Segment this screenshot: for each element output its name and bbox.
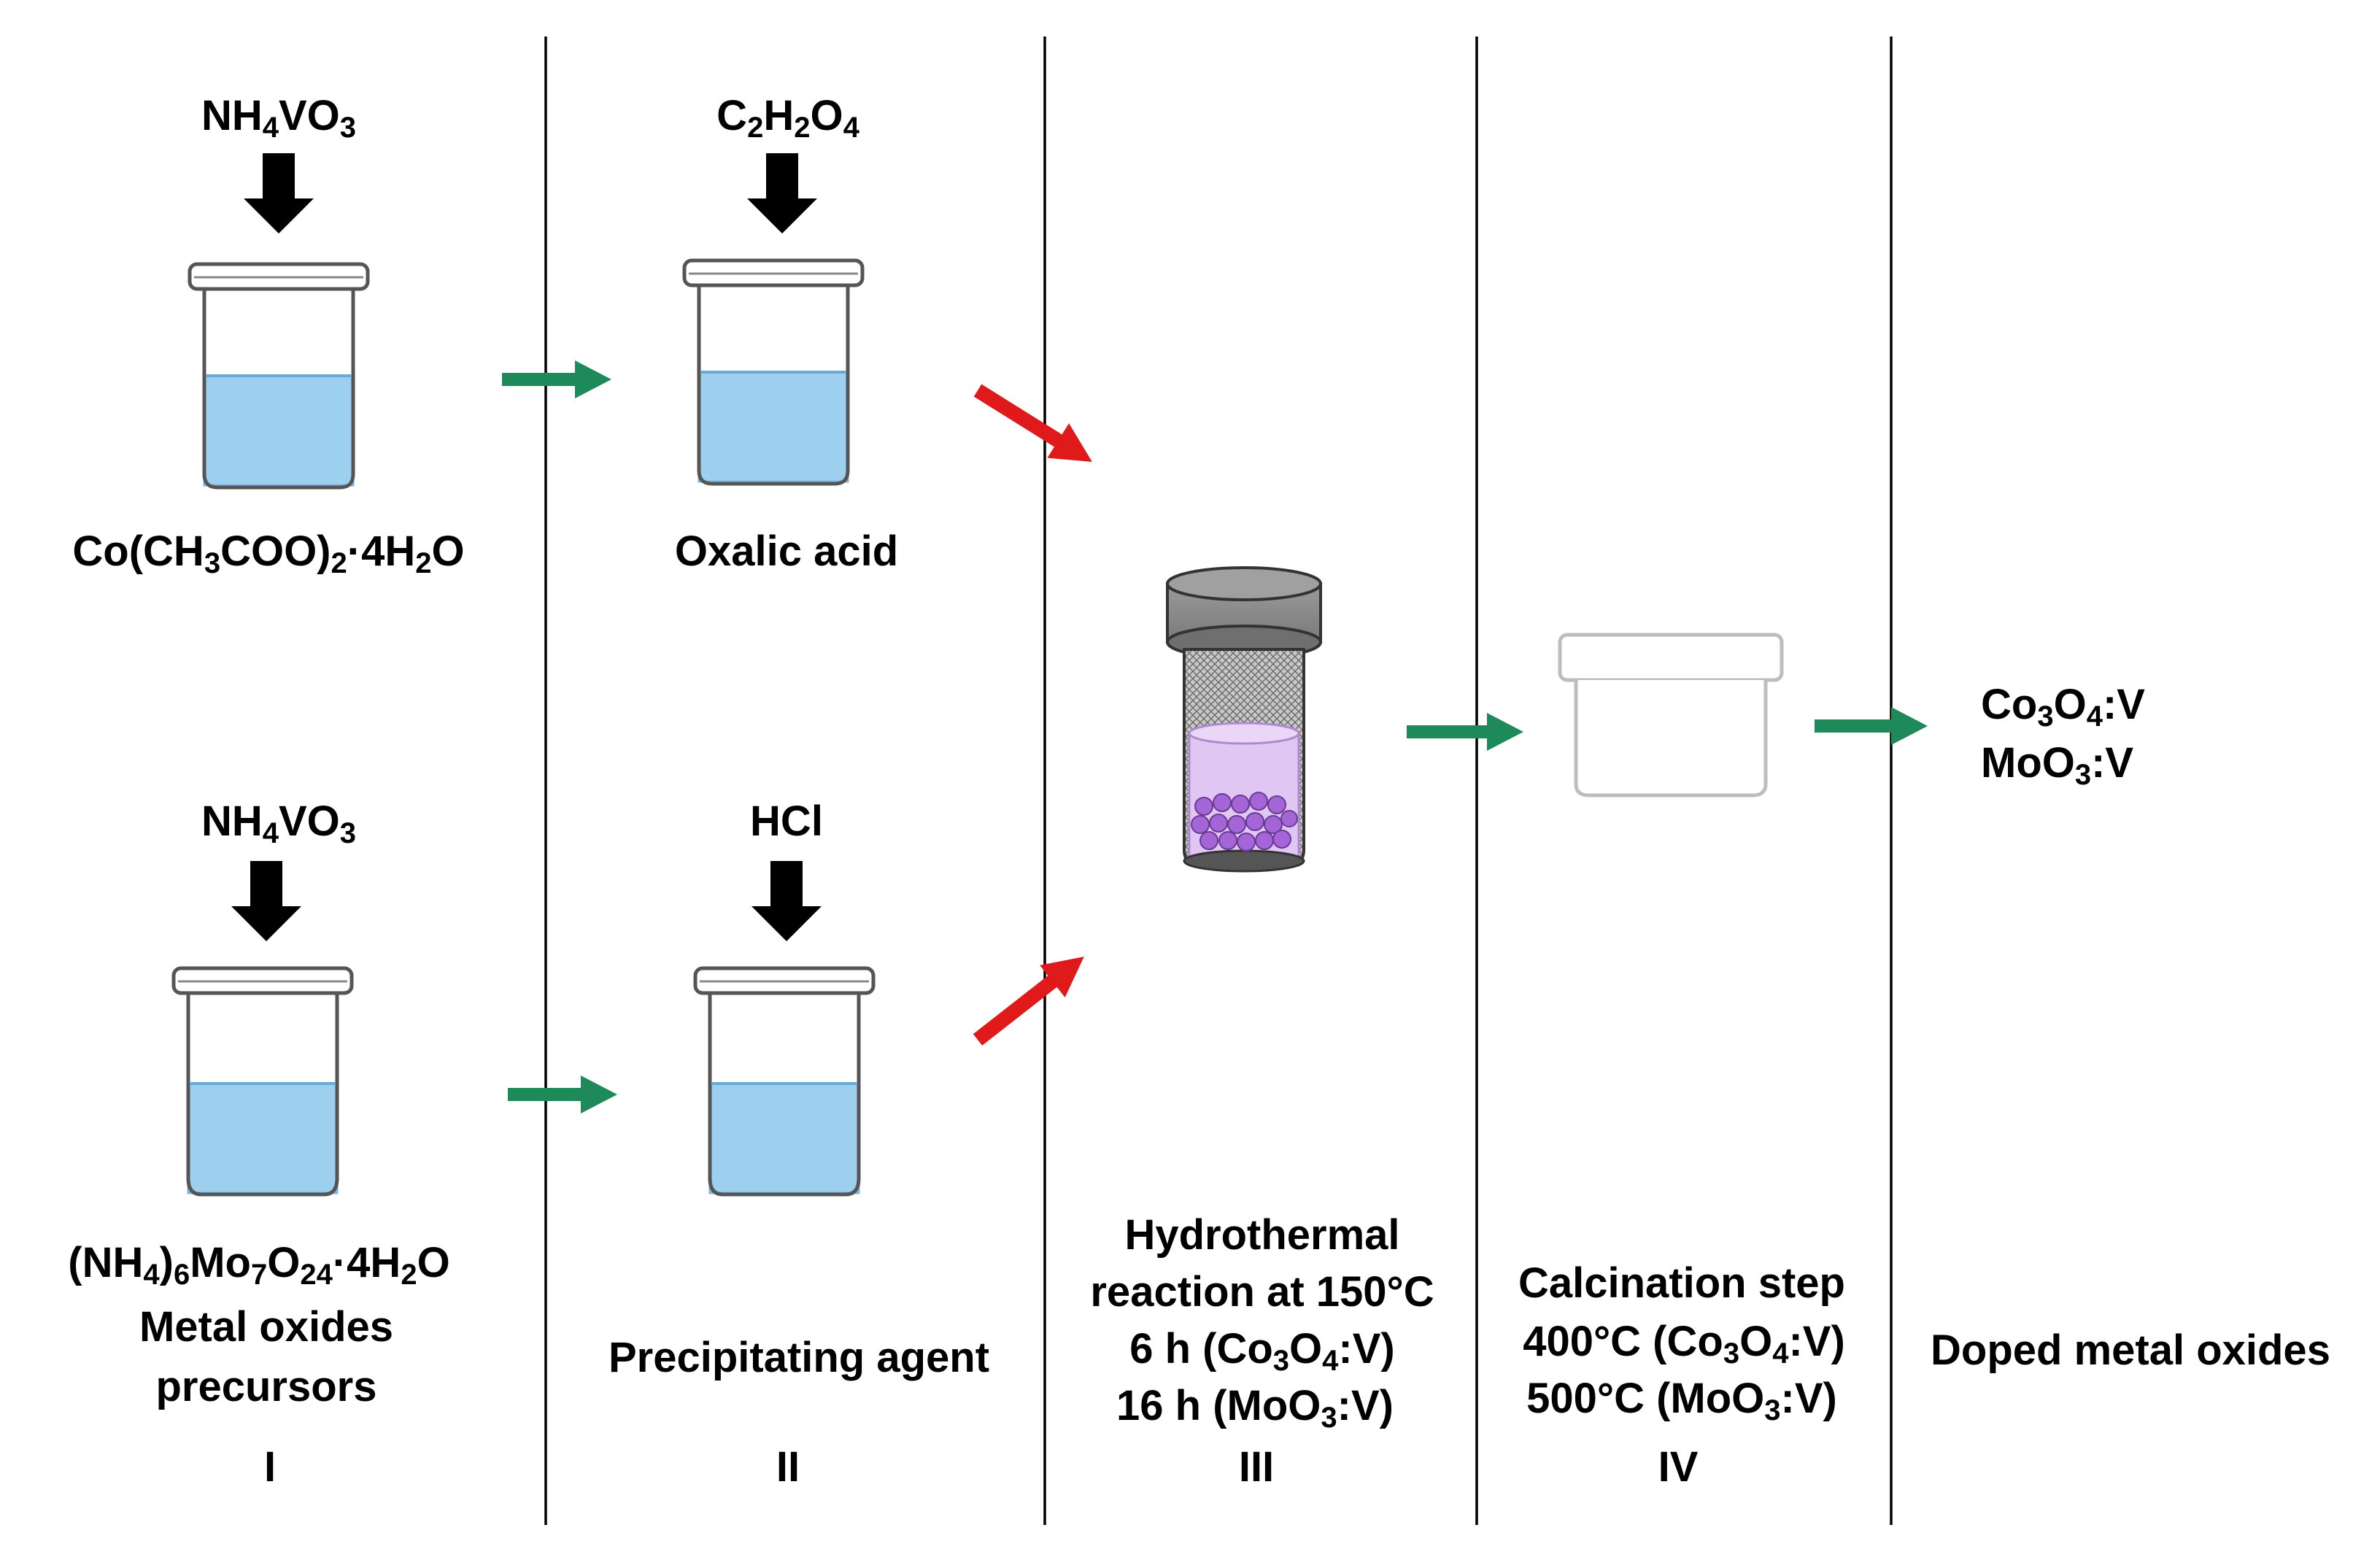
down-arrow-icon: [752, 861, 822, 941]
stage2-top-reagent: C2H2O4: [716, 92, 859, 144]
stage4-temp-co3o4: 400°C (Co3O4:V): [1523, 1318, 1845, 1370]
autoclave-icon: [1166, 566, 1322, 873]
down-arrow-icon: [244, 153, 314, 233]
stage3-time-co3o4: 6 h (Co3O4:V): [1129, 1325, 1395, 1377]
down-arrow-icon: [747, 153, 817, 233]
stage5-caption: Doped metal oxides: [1931, 1327, 2330, 1374]
stage1-caption-line1: Metal oxides: [139, 1303, 393, 1351]
stage3-caption-line1: Hydrothermal: [1124, 1211, 1399, 1259]
down-arrow-icon: [231, 861, 301, 941]
product-co3o4-v: Co3O4:V: [1981, 681, 2145, 733]
stage3-caption-line2: reaction at 150°C: [1090, 1268, 1434, 1316]
red-arrow-icon: [973, 384, 1092, 463]
right-arrow-icon: [508, 1076, 617, 1113]
beaker-icon: [188, 262, 370, 490]
beaker-icon: [682, 258, 865, 486]
stage1-numeral: I: [264, 1443, 276, 1491]
stage1-top-precursor: Co(CH3COO)2·4H2O: [72, 528, 464, 579]
beaker-icon: [171, 966, 354, 1197]
stage-1: NH4VO3 Co(CH3COO)2·4H2O NH4VO3 (NH4)6Mo7…: [68, 92, 464, 1491]
stage1-top-reagent: NH4VO3: [201, 92, 356, 144]
stage2-numeral: II: [776, 1443, 800, 1491]
stage2-caption: Precipitating agent: [608, 1334, 989, 1381]
right-arrow-icon: [1815, 707, 1928, 745]
stage2-bottom-reagent: HCl: [750, 798, 823, 845]
stage-dividers: [544, 36, 1893, 1525]
product-moo3-v: MoO3:V: [1981, 739, 2133, 791]
beaker-icon: [693, 966, 876, 1197]
right-arrow-icon: [502, 360, 611, 398]
red-arrow-icon: [973, 957, 1084, 1046]
stage4-temp-moo3: 500°C (MoO3:V): [1526, 1375, 1837, 1426]
stage1-bottom-reagent: NH4VO3: [201, 798, 356, 849]
stage-2: C2H2O4 Oxalic acid HCl Precipitating age…: [608, 92, 989, 1491]
stage-4: Calcination step 400°C (Co3O4:V) 500°C (…: [1518, 633, 1845, 1491]
stage4-caption-line1: Calcination step: [1518, 1259, 1845, 1307]
crucible-icon: [1558, 633, 1784, 798]
stage2-top-label: Oxalic acid: [675, 528, 898, 575]
stage1-bottom-precursor: (NH4)6Mo7O24·4H2O: [68, 1239, 449, 1291]
stage-5: Co3O4:V MoO3:V Doped metal oxides: [1931, 681, 2330, 1374]
stage3-numeral: III: [1239, 1443, 1274, 1491]
stage3-time-moo3: 16 h (MoO3:V): [1116, 1382, 1394, 1434]
right-arrow-icon: [1407, 713, 1523, 751]
stage-3: Hydrothermal reaction at 150°C 6 h (Co3O…: [1090, 566, 1434, 1491]
stage4-numeral: IV: [1658, 1443, 1699, 1491]
stage1-caption-line2: precursors: [155, 1363, 376, 1410]
